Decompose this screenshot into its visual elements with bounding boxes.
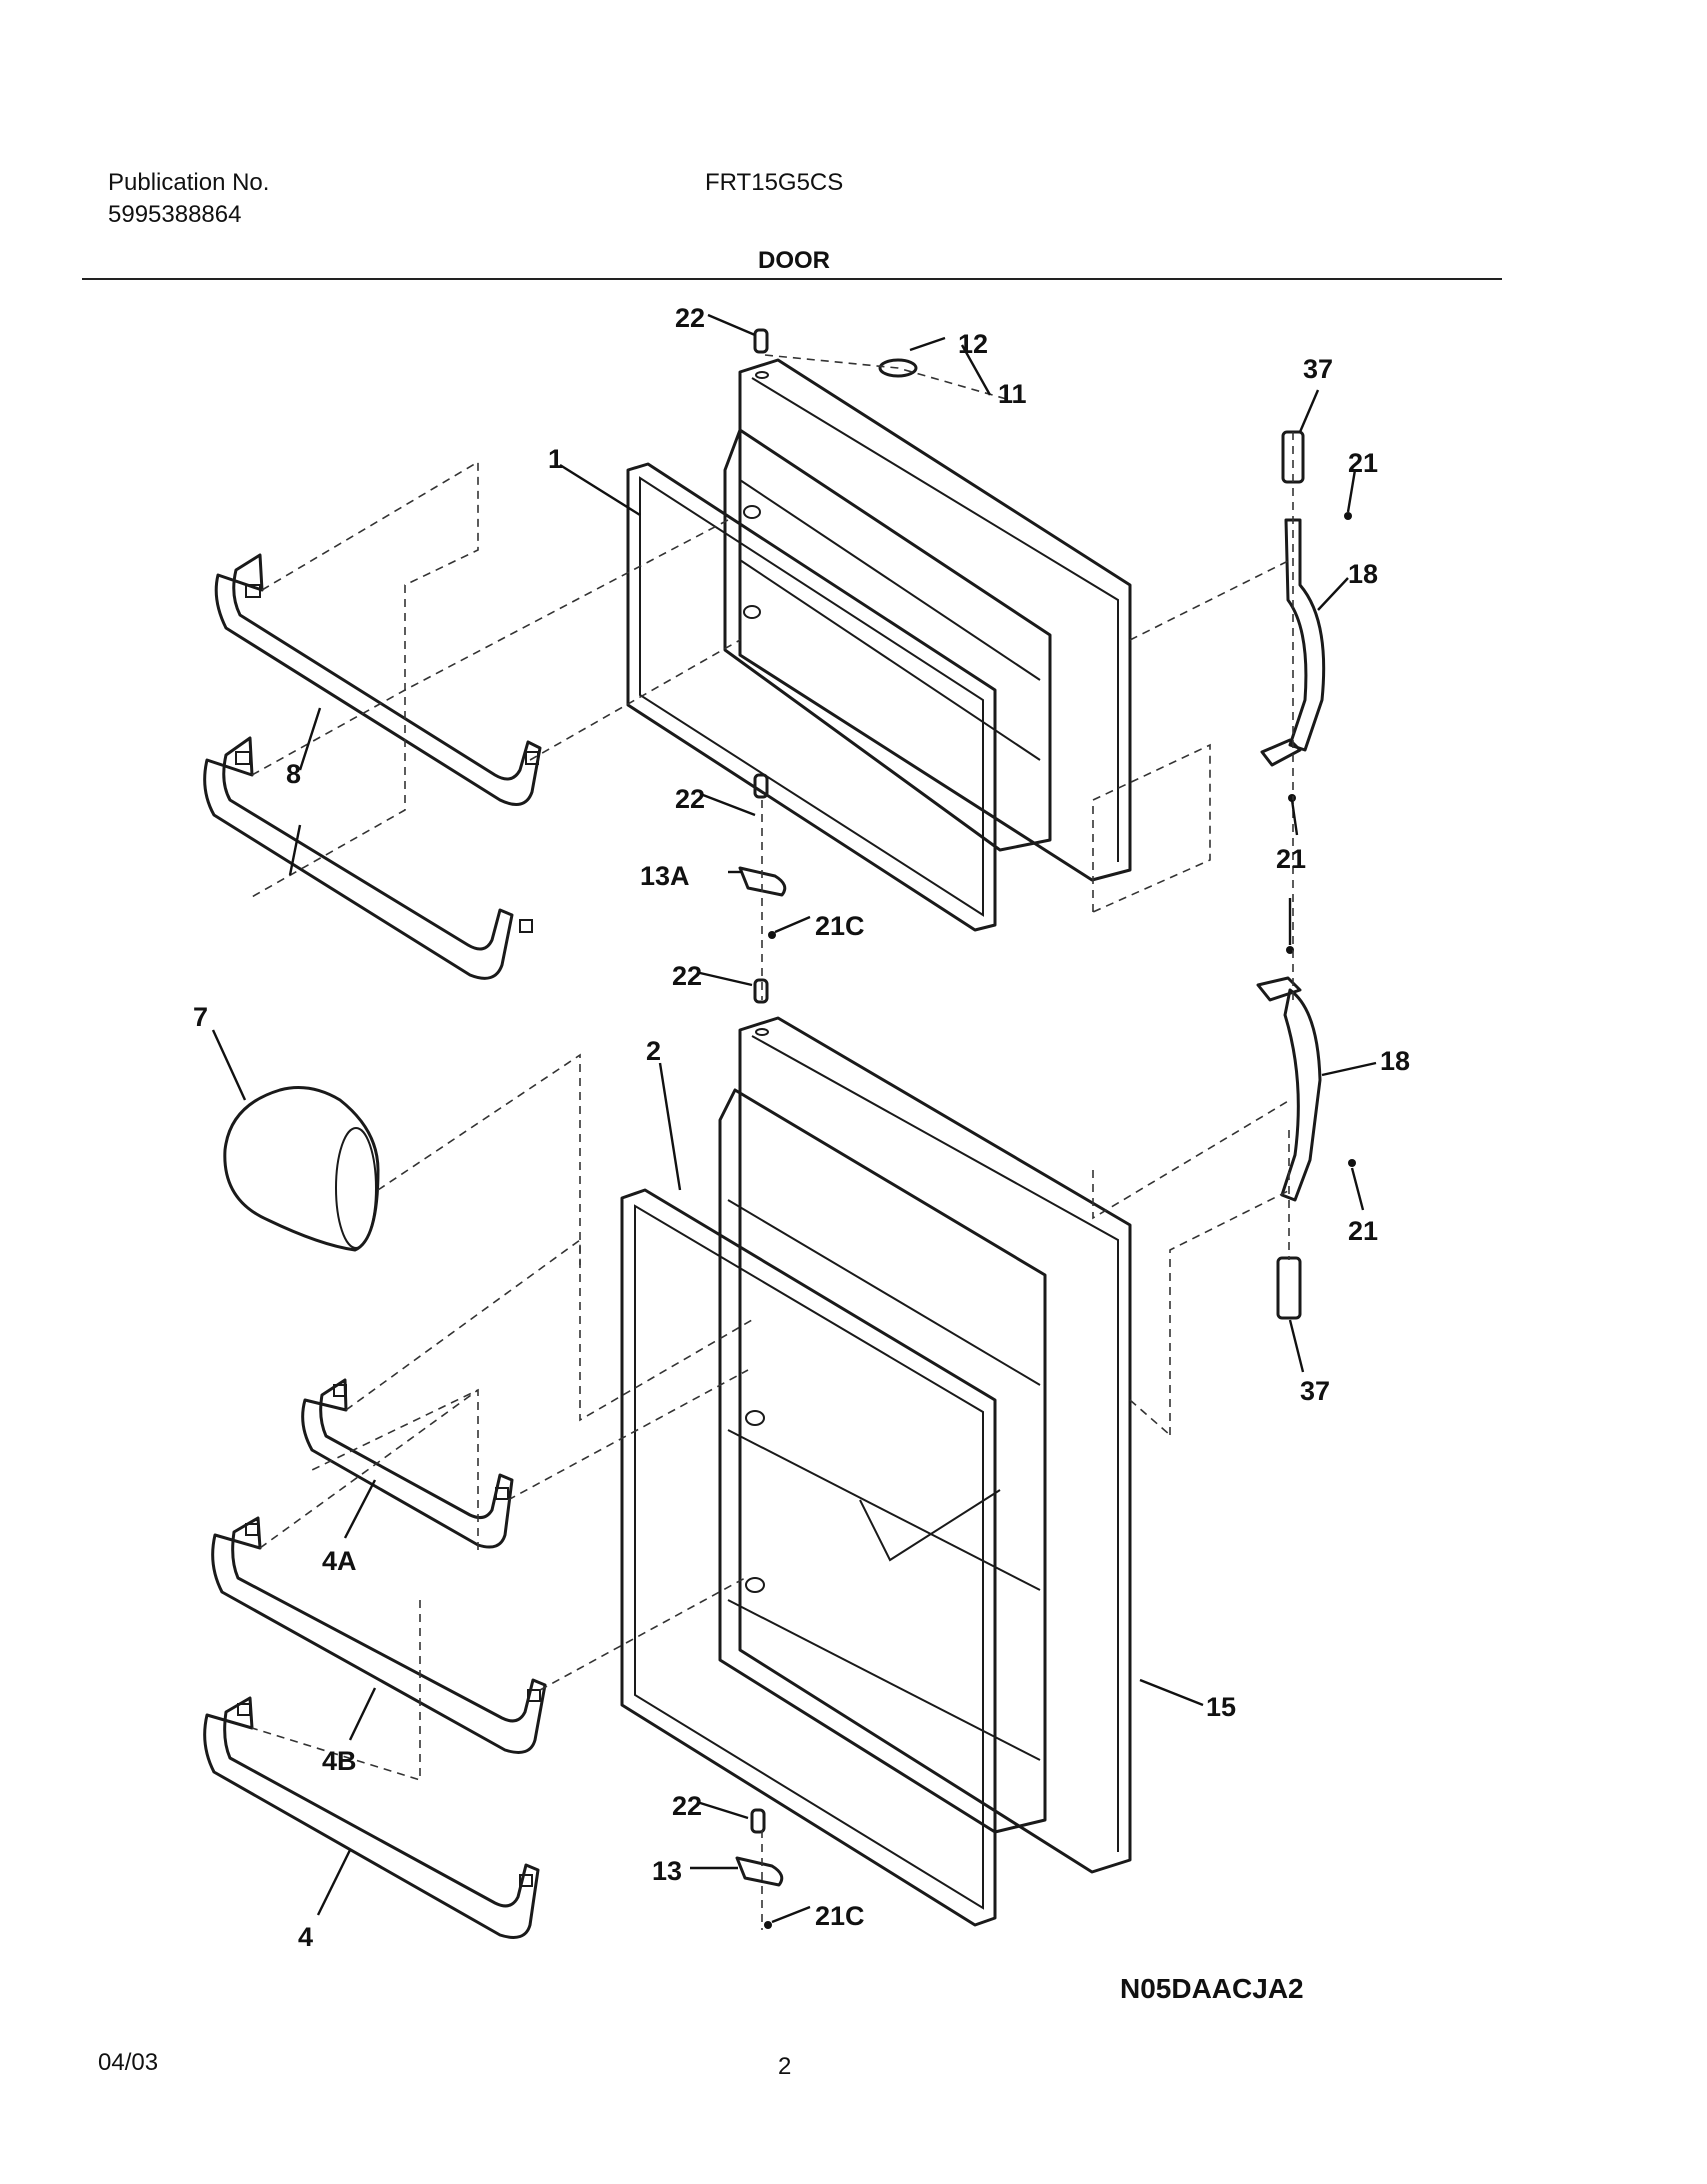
- freezer-door-gasket-1: [626, 462, 997, 932]
- hinge-pin-22-a: [753, 328, 769, 354]
- callout-37-upper: 37: [1303, 354, 1333, 384]
- callout-12: 12: [958, 329, 988, 359]
- freezer-door-outer-11: [738, 358, 1132, 882]
- publication-label: Publication No.: [108, 169, 270, 196]
- callout-2: 2: [646, 1036, 661, 1066]
- door-shelf-4a: [301, 1378, 514, 1549]
- header-rule: [82, 278, 1502, 280]
- callout-7: 7: [193, 1002, 208, 1032]
- callout-13: 13: [652, 1856, 682, 1886]
- callout-4: 4: [298, 1922, 313, 1952]
- callout-15: 15: [1206, 1692, 1236, 1722]
- diagram-code: N05DAACJA2: [1120, 1973, 1304, 2004]
- screw-21c-upper: [768, 931, 776, 939]
- door-stop-13: [735, 1856, 784, 1887]
- model-number: FRT15G5CS: [705, 169, 844, 196]
- leader-lines: [211, 313, 1377, 1924]
- freezer-shelf-8-upper: [214, 553, 542, 806]
- screw-21-c: [1286, 946, 1294, 954]
- freezer-shelf-8-lower: [203, 736, 533, 980]
- callout-21-a: 21: [1348, 448, 1378, 478]
- callout-22-b: 22: [675, 784, 705, 814]
- callout-37-lower: 37: [1300, 1376, 1330, 1406]
- handle-18-upper: [1260, 518, 1326, 767]
- callout-18-lower: 18: [1380, 1046, 1410, 1076]
- callout-4a: 4A: [322, 1546, 357, 1576]
- hinge-pin-22-c: [753, 978, 769, 1004]
- callout-13a: 13A: [640, 861, 690, 891]
- freezer-door-liner: [723, 428, 1052, 852]
- callout-21c-upper: 21C: [815, 911, 865, 941]
- callout-22-d: 22: [672, 1791, 702, 1821]
- callout-21-d: 21: [1348, 1216, 1378, 1246]
- callout-22-a: 22: [675, 303, 705, 333]
- door-shelf-4: [203, 1696, 540, 1939]
- callout-21c-lower: 21C: [815, 1901, 865, 1931]
- screw-21-d: [1348, 1159, 1356, 1167]
- handle-18-lower: [1256, 976, 1322, 1202]
- callout-18-upper: 18: [1348, 559, 1378, 589]
- callout-8: 8: [286, 759, 301, 789]
- callout-22-c: 22: [672, 961, 702, 991]
- page-number: 2: [778, 2053, 792, 2080]
- section-title: DOOR: [758, 247, 830, 274]
- footer-date: 04/03: [98, 2049, 159, 2076]
- door-stop-13a: [738, 866, 787, 897]
- callout-21-b: 21: [1276, 844, 1306, 874]
- butter-bin-7: [223, 1086, 380, 1252]
- fresh-food-door-gasket-2: [620, 1188, 997, 1927]
- screw-21-b: [1288, 794, 1296, 802]
- door-shelf-4b: [211, 1516, 547, 1754]
- callout-1: 1: [548, 444, 563, 474]
- hinge-pin-22-d: [750, 1808, 766, 1834]
- handle-end-cap-37-lower: [1276, 1256, 1302, 1320]
- fresh-food-door-outer-15: [738, 1016, 1132, 1874]
- assembly-lines: [249, 354, 1294, 1930]
- hinge-pin-22-b: [753, 773, 769, 799]
- callout-4b: 4B: [322, 1746, 357, 1776]
- door-stop-plug-12: [878, 358, 918, 378]
- fresh-food-door-liner: [718, 1088, 1047, 1834]
- screw-21c-lower: [764, 1921, 772, 1929]
- callout-11: 11: [998, 379, 1027, 409]
- publication-number: 5995388864: [108, 201, 242, 228]
- screw-21-a: [1344, 512, 1352, 520]
